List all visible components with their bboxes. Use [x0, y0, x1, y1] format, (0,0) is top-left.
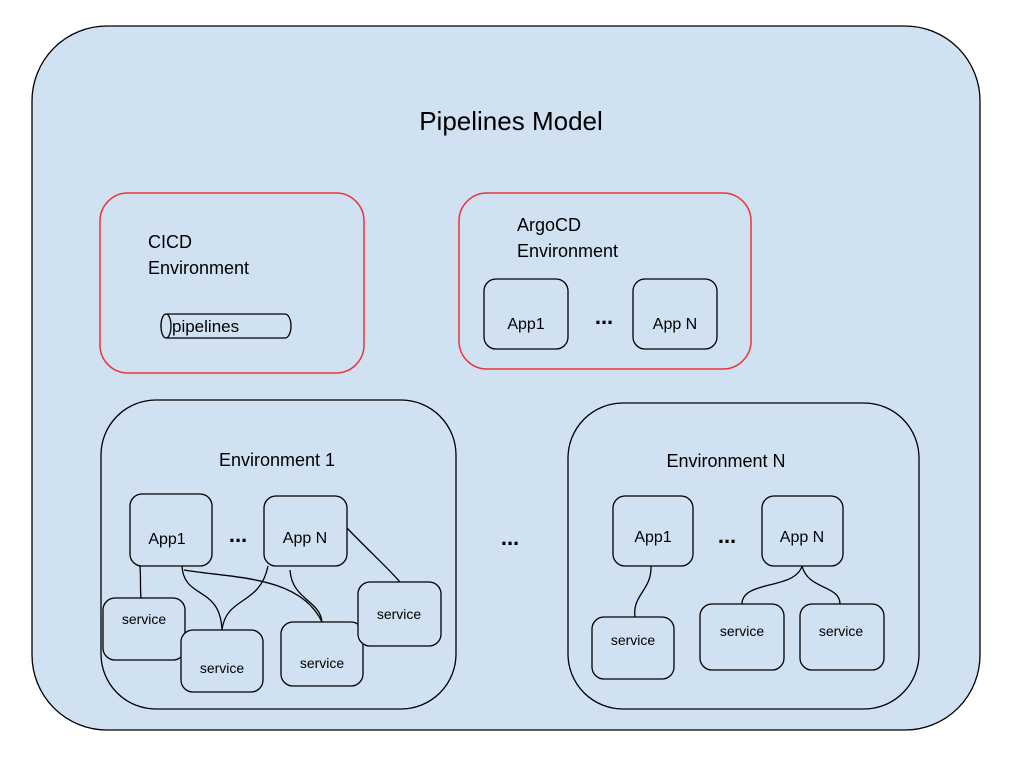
cicd-label-line1: CICD: [148, 232, 192, 252]
envN-app-last-box: [761, 495, 844, 567]
env1-service-box: [180, 629, 264, 693]
argocd-label-line1: ArgoCD: [517, 215, 581, 235]
env1-app-first-box: [129, 493, 213, 567]
pipelines-cylinder: pipelines: [160, 313, 292, 339]
env1-service-label: service: [122, 611, 167, 627]
envN-app-first-label: App1: [634, 529, 671, 546]
argocd-app-first-box: [483, 278, 569, 350]
envN-service-box: [699, 603, 785, 671]
env1-connector: [221, 565, 269, 631]
argocd-environment: ArgoCD Environment App1 ... App N: [458, 192, 752, 370]
envN-connector: [741, 565, 803, 605]
argocd-ellipsis: ...: [595, 304, 613, 329]
env1-app-first-label: App1: [148, 531, 185, 548]
env1-connector: [289, 569, 323, 623]
envN-ellipsis: ...: [718, 523, 736, 548]
envN-connector: [634, 565, 652, 618]
cicd-environment: CICD Environment pipelines: [99, 192, 365, 374]
argocd-app-first-label: App1: [507, 316, 544, 333]
environments-ellipsis: ...: [501, 525, 519, 550]
diagram-title: Pipelines Model: [419, 106, 603, 136]
envN-app-first-box: [612, 495, 694, 567]
environment-1: Environment 1 App1 ... App N service ser…: [100, 399, 457, 710]
argocd-app-last-label: App N: [653, 316, 697, 333]
envN-service-box: [799, 603, 885, 671]
pipelines-label: pipelines: [172, 317, 239, 336]
env1-service-label: service: [200, 660, 245, 676]
envN-service-box: [591, 616, 675, 680]
cicd-environment-box: [99, 192, 365, 374]
cicd-label-line2: Environment: [148, 258, 249, 278]
env1-service-box: [280, 621, 364, 687]
envN-service-label: service: [611, 632, 656, 648]
environment-n: Environment N App1 ... App N service ser…: [567, 402, 920, 710]
argocd-label-line2: Environment: [517, 241, 618, 261]
pipelines-cylinder-cap-icon: [160, 313, 172, 339]
env1-service-box: [102, 597, 186, 661]
env1-ellipsis: ...: [229, 522, 247, 547]
environment-n-label: Environment N: [666, 451, 785, 471]
env1-app-last-label: App N: [283, 530, 327, 547]
env1-service-box: [357, 581, 442, 647]
envN-service-label: service: [720, 623, 765, 639]
env1-connector: [139, 565, 142, 599]
env1-connector: [346, 527, 401, 583]
env1-service-label: service: [377, 606, 422, 622]
env1-connector: [181, 565, 223, 631]
environment-1-label: Environment 1: [219, 450, 335, 470]
env1-service-label: service: [300, 655, 345, 671]
env1-app-last-box: [263, 495, 348, 567]
envN-connector: [801, 565, 841, 605]
argocd-app-last-box: [632, 278, 718, 350]
envN-app-last-label: App N: [780, 529, 824, 546]
envN-service-label: service: [819, 623, 864, 639]
